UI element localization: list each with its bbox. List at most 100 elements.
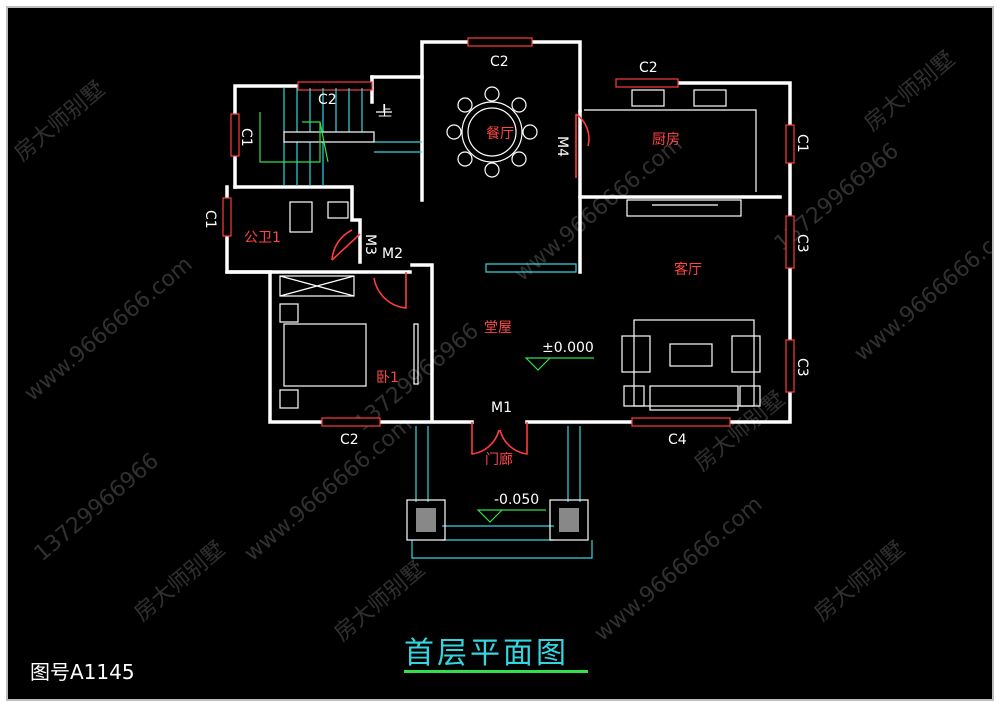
armchair-left bbox=[621, 335, 651, 373]
sofa bbox=[649, 385, 739, 411]
wall-kitchen-living bbox=[578, 110, 782, 199]
door-m3 bbox=[331, 229, 361, 261]
windows bbox=[222, 37, 795, 427]
coffee-table bbox=[669, 343, 713, 367]
dining-chair bbox=[511, 97, 527, 113]
level-floor: ±0.000 bbox=[542, 340, 594, 356]
window-c3-upper bbox=[785, 215, 795, 269]
stair-treads-lower bbox=[283, 142, 324, 186]
side-table bbox=[623, 385, 645, 407]
room-living: 客厅 bbox=[674, 261, 702, 278]
level-porch: -0.050 bbox=[494, 492, 539, 508]
porch bbox=[406, 426, 593, 559]
porch-pillar-left bbox=[406, 499, 446, 541]
dining-chair bbox=[457, 97, 473, 113]
room-porch: 门廊 bbox=[485, 451, 513, 468]
dining-table-outer bbox=[461, 101, 523, 163]
kitchen-counter bbox=[584, 89, 757, 192]
stair: 上 bbox=[259, 88, 422, 186]
dining-chair bbox=[484, 86, 500, 102]
window-c2-stair bbox=[297, 81, 373, 91]
level-symbol-porch bbox=[476, 509, 546, 523]
room-dining: 餐厅 bbox=[486, 126, 514, 142]
door-m2 bbox=[373, 272, 407, 309]
nightstand bbox=[279, 389, 299, 409]
toilet-icon bbox=[289, 201, 313, 233]
nightstand bbox=[279, 303, 299, 323]
watermark: 房大师别墅 bbox=[860, 47, 960, 137]
drawing-title: 首层平面图 bbox=[404, 636, 569, 671]
watermark: www.9666666.com bbox=[590, 492, 768, 647]
tv-cabinet bbox=[626, 199, 742, 217]
bed bbox=[283, 323, 367, 387]
window-c1-stair bbox=[230, 113, 240, 157]
level-markers: ±0.000 -0.050 bbox=[476, 340, 594, 523]
watermark: www.9666666.com bbox=[850, 212, 992, 367]
label-door-m1: M1 bbox=[491, 400, 512, 416]
floor-plan: 房大师别墅 www.9666666.com 13729966966 房大师别墅 … bbox=[10, 37, 992, 647]
wardrobe bbox=[279, 275, 355, 297]
watermark: 房大师别墅 bbox=[10, 77, 110, 167]
side-table bbox=[739, 385, 761, 407]
label-window-c2-dining: C2 bbox=[490, 54, 509, 70]
dining-chair bbox=[457, 151, 473, 167]
room-hall: 堂屋 bbox=[484, 320, 512, 336]
toilet-fixtures bbox=[289, 201, 349, 233]
wardrobe-cross bbox=[279, 275, 355, 297]
bedroom-furniture bbox=[279, 275, 419, 409]
porch-pillar-right bbox=[549, 499, 589, 541]
stair-up-label: 上 bbox=[378, 104, 392, 120]
window-c3-lower bbox=[785, 339, 795, 393]
room-toilet: 公卫1 bbox=[244, 230, 281, 246]
window-c1-kitchen bbox=[785, 124, 795, 164]
drawing-frame: 房大师别墅 www.9666666.com 13729966966 房大师别墅 … bbox=[6, 6, 994, 701]
washbasin-icon bbox=[327, 201, 349, 219]
dining-chair bbox=[511, 151, 527, 167]
label-window-c2-stair: C2 bbox=[318, 92, 337, 108]
window-c2-bedroom bbox=[321, 417, 381, 427]
room-labels: 餐厅 厨房 客厅 堂屋 卧1 公卫1 门廊 bbox=[244, 126, 702, 468]
watermark: 13729966966 bbox=[30, 448, 164, 566]
desk bbox=[413, 323, 419, 385]
watermark: www.9666666.com bbox=[20, 252, 198, 407]
watermark: 房大师别墅 bbox=[130, 537, 230, 627]
label-door-m3: M3 bbox=[362, 234, 378, 255]
stair-arrow bbox=[259, 112, 329, 163]
living-furniture bbox=[621, 199, 761, 411]
window-c1-toilet bbox=[222, 197, 232, 237]
armchair-right bbox=[731, 335, 761, 373]
watermark: www.9666666.com bbox=[240, 412, 418, 567]
doors bbox=[331, 113, 590, 455]
dining-chair bbox=[522, 124, 538, 140]
watermark: www.9666666.com bbox=[510, 132, 688, 287]
door-m1-left bbox=[471, 422, 500, 455]
label-window-c1-toilet: C1 bbox=[202, 210, 218, 229]
window-c4-living bbox=[631, 417, 731, 427]
dining-chair bbox=[484, 162, 500, 178]
label-window-c3-lower: C3 bbox=[794, 358, 810, 377]
stove-icon bbox=[693, 89, 727, 107]
window-c2-dining bbox=[467, 37, 533, 47]
label-window-c1-stair: C1 bbox=[238, 128, 254, 147]
counter-outline bbox=[584, 109, 757, 192]
drawing-number: 图号A1145 bbox=[30, 660, 135, 684]
opening-labels: C2 C2 C2 C2 C1 C1 C1 C3 C3 C4 M1 M2 M3 M… bbox=[202, 54, 810, 448]
title-underline bbox=[404, 670, 588, 673]
label-window-c3-upper: C3 bbox=[794, 234, 810, 253]
watermark: 房大师别墅 bbox=[810, 537, 910, 627]
rug bbox=[633, 319, 755, 407]
dining-table bbox=[446, 86, 538, 178]
porch-pillar-left-core bbox=[416, 508, 436, 532]
label-door-m4: M4 bbox=[554, 136, 570, 157]
stair-handrail bbox=[283, 131, 375, 143]
stair-treads-upper bbox=[283, 88, 363, 132]
room-bedroom: 卧1 bbox=[376, 370, 399, 386]
level-symbol-floor bbox=[524, 357, 594, 371]
porch-columns-lines bbox=[415, 426, 581, 502]
door-m4 bbox=[575, 113, 590, 178]
stair-up-arrow bbox=[376, 104, 392, 113]
room-kitchen: 厨房 bbox=[652, 132, 680, 148]
door-m1-right bbox=[499, 422, 528, 455]
label-window-c4-living: C4 bbox=[668, 432, 687, 448]
dining-table-inner bbox=[467, 107, 517, 157]
